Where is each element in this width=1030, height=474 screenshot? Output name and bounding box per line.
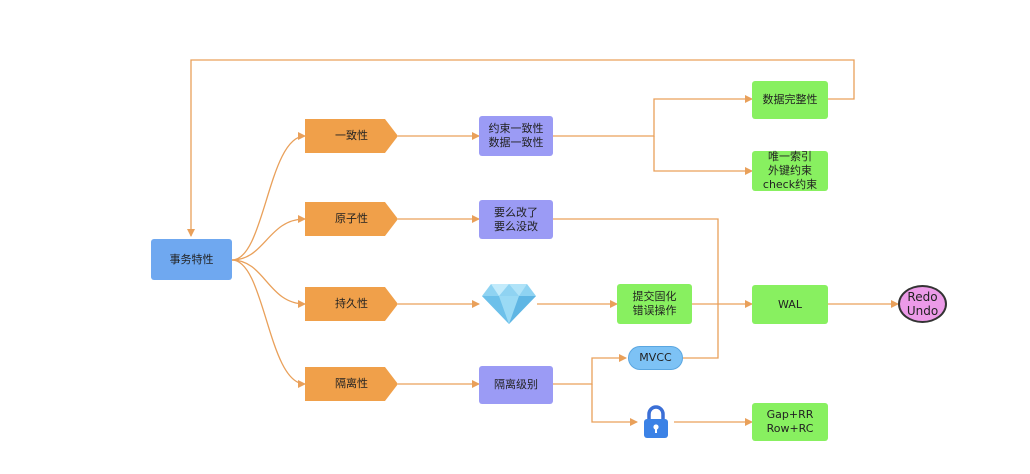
redo-undo-label: Redo Undo (906, 290, 939, 318)
edge-constraint-unique (653, 136, 753, 175)
edge-constraint-integrity (553, 95, 753, 137)
consistency-label: 一致性 (335, 129, 368, 142)
commit-solidify-node: 提交固化 错误操作 (617, 284, 692, 324)
gap-row-node: Gap+RR Row+RC (752, 403, 828, 441)
root-label: 事务特性 (169, 252, 214, 266)
edge-root-consistency (231, 132, 306, 261)
isolation-level-node: 隔离级别 (479, 366, 553, 404)
redo-undo-node: Redo Undo (898, 285, 947, 323)
unique-index-node: 唯一索引 外键约束 check约束 (752, 150, 828, 191)
lock-icon (644, 405, 668, 438)
commit-solidify-label: 提交固化 错误操作 (632, 290, 677, 317)
diamond-icon (482, 284, 536, 324)
isolation-level-label: 隔离级别 (494, 378, 538, 391)
isolation-label: 隔离性 (335, 377, 368, 390)
all-or-nothing-node: 要么改了 要么没改 (479, 200, 553, 239)
atomicity-label: 原子性 (335, 212, 368, 225)
root-node: 事务特性 (151, 239, 232, 280)
durability-label: 持久性 (335, 297, 368, 310)
data-integrity-label: 数据完整性 (762, 93, 818, 106)
mvcc-node: MVCC (628, 346, 683, 370)
edge-allornothing-wal (553, 218, 719, 359)
constraint-consistency-node: 约束一致性 数据一致性 (479, 116, 553, 156)
edge-integrity-root (187, 59, 855, 237)
isolation-node: 隔离性 (305, 367, 398, 401)
all-or-nothing-label: 要么改了 要么没改 (494, 205, 538, 233)
consistency-node: 一致性 (305, 119, 398, 153)
durability-node: 持久性 (305, 287, 398, 321)
edge-level-lock (591, 384, 638, 426)
unique-index-label: 唯一索引 外键约束 check约束 (762, 150, 818, 191)
wal-node: WAL (752, 285, 828, 324)
edge-level-mvcc (553, 354, 627, 385)
constraint-consistency-label: 约束一致性 数据一致性 (488, 122, 544, 149)
edge-root-atomicity (231, 215, 306, 261)
gap-row-label: Gap+RR Row+RC (766, 408, 814, 435)
edge-root-durability (231, 259, 306, 308)
wal-label: WAL (778, 297, 802, 311)
edge-root-isolation (231, 259, 306, 388)
data-integrity-node: 数据完整性 (752, 81, 828, 119)
atomicity-node: 原子性 (305, 202, 398, 236)
mvcc-label: MVCC (639, 351, 672, 364)
